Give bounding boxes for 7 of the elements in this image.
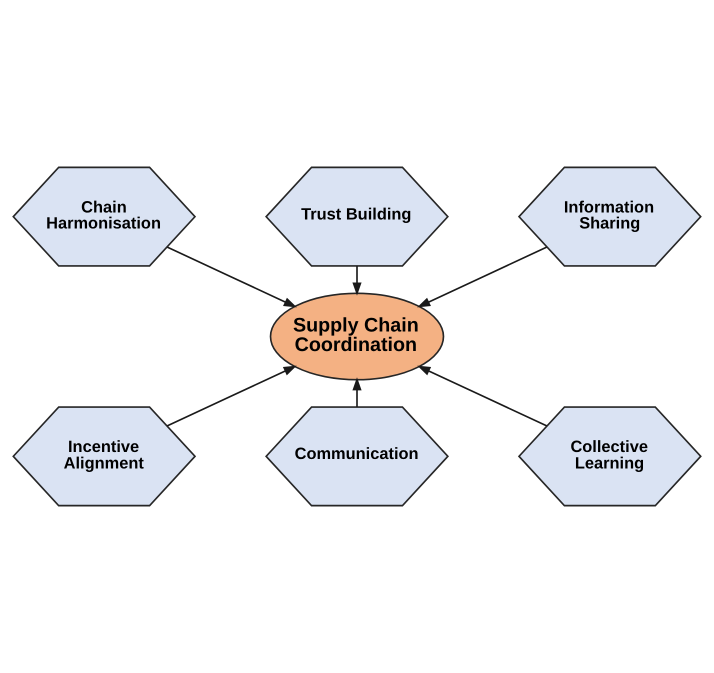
arrow: [352, 377, 362, 407]
arrow: [166, 246, 297, 308]
arrow: [166, 366, 297, 427]
node-ellipse: Supply Chain Coordination: [270, 292, 444, 381]
arrow: [417, 366, 548, 427]
arrow: [417, 246, 548, 308]
arrow: [352, 266, 362, 296]
